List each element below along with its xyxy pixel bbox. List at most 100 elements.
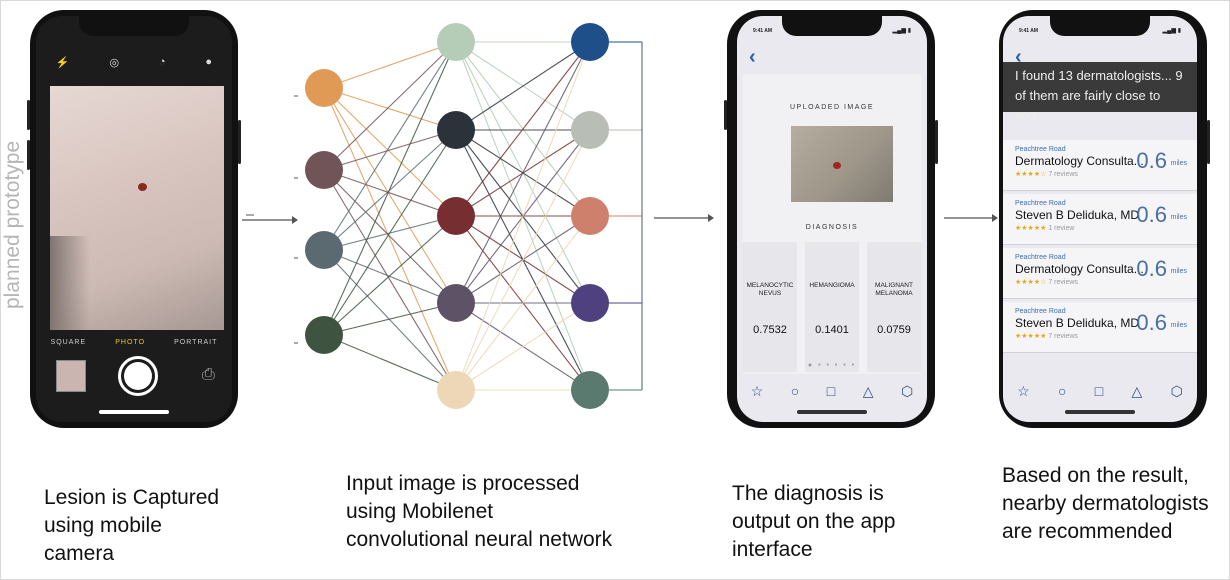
star-icon[interactable]: ☆ <box>1017 383 1030 399</box>
star-icon[interactable]: ☆ <box>750 383 764 399</box>
review-count: 1 review <box>1048 225 1075 232</box>
signal-battery-icon: ▂▄▆ ▮ <box>1162 28 1181 34</box>
uploaded-image-title: UPLOADED IMAGE <box>789 104 874 111</box>
square-icon[interactable]: □ <box>1094 383 1104 399</box>
home-indicator <box>1065 410 1135 414</box>
network-connection <box>323 129 457 251</box>
lesion-spot <box>833 162 841 169</box>
result-street: Peachtree Road <box>1015 200 1066 207</box>
side-label: planned prototype <box>1 140 24 309</box>
circle-icon[interactable]: ○ <box>1058 383 1067 399</box>
distance-unit: miles <box>1170 322 1187 329</box>
dermatologist-phone: 9:41 AM ▂▄▆ ▮ ‹ I found 13 dermatologist… <box>999 10 1210 428</box>
network-connection <box>323 41 457 171</box>
diagnosis-result: HEMANGIOMA 0.1401 <box>805 242 859 372</box>
network-connection <box>323 41 457 251</box>
review-count: 7 reviews <box>1048 171 1078 178</box>
page-indicator[interactable]: ● • • • • • <box>807 362 857 369</box>
triangle-icon[interactable]: △ <box>1131 383 1143 399</box>
status-time: 9:41 AM <box>753 28 772 34</box>
back-chevron-icon[interactable]: ‹ <box>1015 46 1022 68</box>
timer-icon[interactable]: ◔ <box>158 56 166 68</box>
flash-icon[interactable]: ⚡ <box>55 57 70 69</box>
caption-network: Input image is processed using Mobilenet… <box>346 472 613 551</box>
last-photo-thumbnail[interactable] <box>56 360 86 392</box>
arrow-capture-to-network <box>242 214 298 224</box>
network-connection <box>323 169 457 217</box>
diagnosis-label: MALIGNANT MELANOMA <box>875 282 913 297</box>
hexagon-icon[interactable]: ⬡ <box>1170 383 1183 399</box>
output-node <box>571 23 609 61</box>
diagnosis-result: MALIGNANT MELANOMA 0.0759 <box>867 242 921 372</box>
network-connection <box>323 41 457 336</box>
hidden1-node <box>437 111 475 149</box>
input-node <box>305 231 343 269</box>
network-connection <box>323 87 457 304</box>
hexagon-icon[interactable]: ⬡ <box>900 383 914 399</box>
network-connection <box>455 41 591 391</box>
dermatologist-result[interactable]: Peachtree Road Steven B Deliduka, MD ★★★… <box>1003 194 1197 245</box>
diagnosis-score: 0.1401 <box>815 324 849 336</box>
result-name: Dermatology Consulta... <box>1015 262 1144 276</box>
signal-battery-icon: ▂▄▆ ▮ <box>892 28 911 34</box>
result-street: Peachtree Road <box>1015 146 1066 153</box>
network-connections <box>323 41 591 391</box>
diagnosis-label: MELANOCYTIC NEVUS <box>746 282 794 297</box>
camera-flip-icon[interactable]: ⎙ <box>202 366 215 383</box>
result-street: Peachtree Road <box>1015 308 1066 315</box>
triangle-icon[interactable]: △ <box>862 383 874 399</box>
caption-recommend: Based on the result, nearby dermatologis… <box>1002 464 1209 543</box>
dermatologist-screen: 9:41 AM ▂▄▆ ▮ ‹ I found 13 dermatologist… <box>1003 16 1197 422</box>
mode-square[interactable]: SQUARE <box>50 339 87 346</box>
distance-unit: miles <box>1170 214 1187 221</box>
camera-phone: ⚡ ◎ ◔ ● SQUARE PHOTO PORTRAIT ⎙ <box>27 10 241 428</box>
rating-stars: ★★★★☆ 7 reviews <box>1015 279 1078 286</box>
output-node <box>571 111 609 149</box>
dermatologist-result[interactable]: Peachtree Road Dermatology Consulta... ★… <box>1003 140 1197 191</box>
back-chevron-icon[interactable]: ‹ <box>749 46 756 68</box>
network-connection <box>455 302 591 391</box>
filter-icon[interactable]: ● <box>205 56 213 68</box>
hidden1-node <box>437 197 475 235</box>
network-connection <box>323 41 457 89</box>
hidden1-node <box>437 23 475 61</box>
shutter-button[interactable] <box>118 356 158 396</box>
result-name: Steven B Deliduka, MD <box>1015 208 1140 222</box>
camera-toolbar: ⚡ ◎ ◔ ● <box>36 56 232 69</box>
network-connection <box>323 129 457 171</box>
network-connection <box>323 334 457 391</box>
review-count: 7 reviews <box>1048 333 1078 340</box>
tab-bar: ☆ ○ □ △ ⬡ <box>737 383 927 400</box>
diagnosis-card: UPLOADED IMAGE DIAGNOSIS MELANOCYTIC NEV… <box>743 74 921 374</box>
network-connection <box>323 215 457 336</box>
output-node <box>571 284 609 322</box>
diagnosis-label: HEMANGIOMA <box>809 282 855 289</box>
network-connection <box>323 169 457 391</box>
circle-icon[interactable]: ○ <box>790 383 800 399</box>
network-connection <box>455 41 591 131</box>
rating-stars: ★★★★☆ 7 reviews <box>1015 171 1078 178</box>
network-connection <box>455 129 591 391</box>
result-distance: 0.6 <box>1136 148 1167 173</box>
network-connection <box>323 87 457 391</box>
network-connection <box>323 87 457 131</box>
diagnosis-score: 0.0759 <box>877 324 911 336</box>
output-node <box>571 371 609 409</box>
distance-unit: miles <box>1170 268 1187 275</box>
input-node <box>305 151 343 189</box>
network-connection <box>455 41 591 304</box>
live-photo-icon[interactable]: ◎ <box>109 57 120 69</box>
result-name: Dermatology Consulta... <box>1015 154 1144 168</box>
network-connection <box>323 129 457 336</box>
hidden1-node <box>437 284 475 322</box>
caption-capture: Lesion is Captured using mobile camera <box>44 486 220 565</box>
mode-portrait[interactable]: PORTRAIT <box>174 339 218 346</box>
arrow-network-to-diagnosis <box>654 214 714 222</box>
tab-bar: ☆ ○ □ △ ⬡ <box>1003 383 1197 400</box>
dermatologist-result[interactable]: Peachtree Road Steven B Deliduka, MD ★★★… <box>1003 302 1197 353</box>
home-indicator <box>99 410 169 414</box>
camera-preview <box>50 86 224 330</box>
dermatologist-result[interactable]: Peachtree Road Dermatology Consulta... ★… <box>1003 248 1197 299</box>
square-icon[interactable]: □ <box>826 383 836 399</box>
mode-photo[interactable]: PHOTO <box>115 339 146 346</box>
